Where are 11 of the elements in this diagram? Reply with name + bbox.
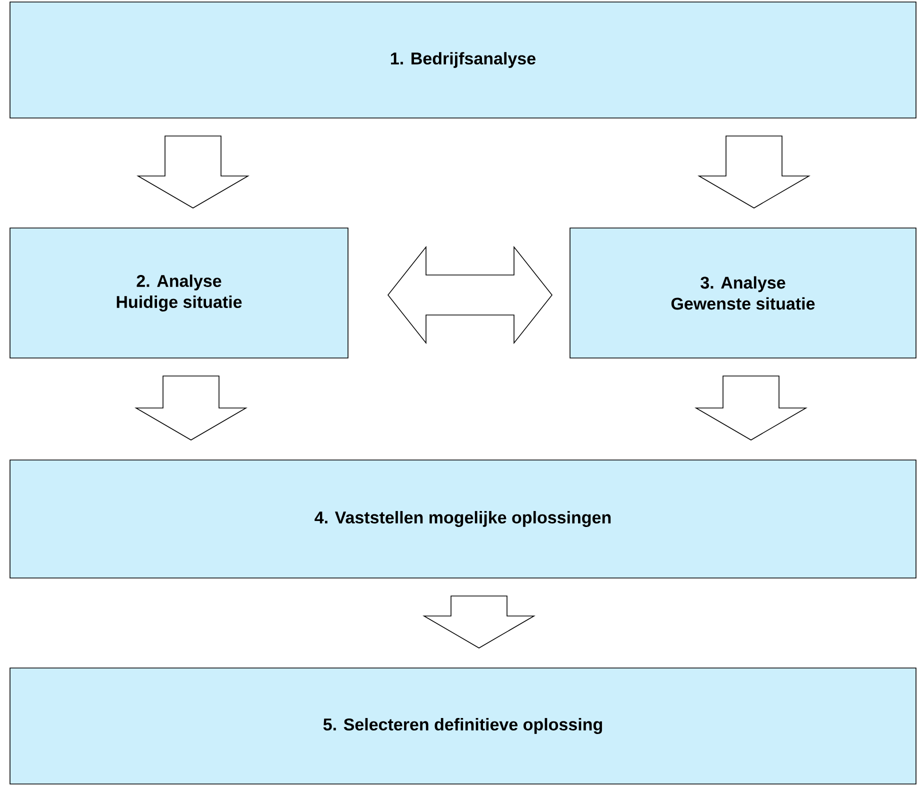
block-arrow <box>422 596 536 648</box>
block-arrow <box>694 376 808 440</box>
process-box: 2. Analyse Huidige situatie <box>10 228 348 358</box>
process-box: 4. Vaststellen mogelijke oplossingen <box>10 460 916 578</box>
block-arrow <box>388 246 553 344</box>
process-box: 5. Selecteren definitieve oplossing <box>10 668 916 784</box>
block-arrow <box>134 376 248 440</box>
block-arrow <box>136 136 250 208</box>
block-arrow <box>698 136 810 208</box>
process-box: 3. Analyse Gewenste situatie <box>570 228 916 358</box>
process-box: 1. Bedrijfsanalyse <box>10 2 916 118</box>
